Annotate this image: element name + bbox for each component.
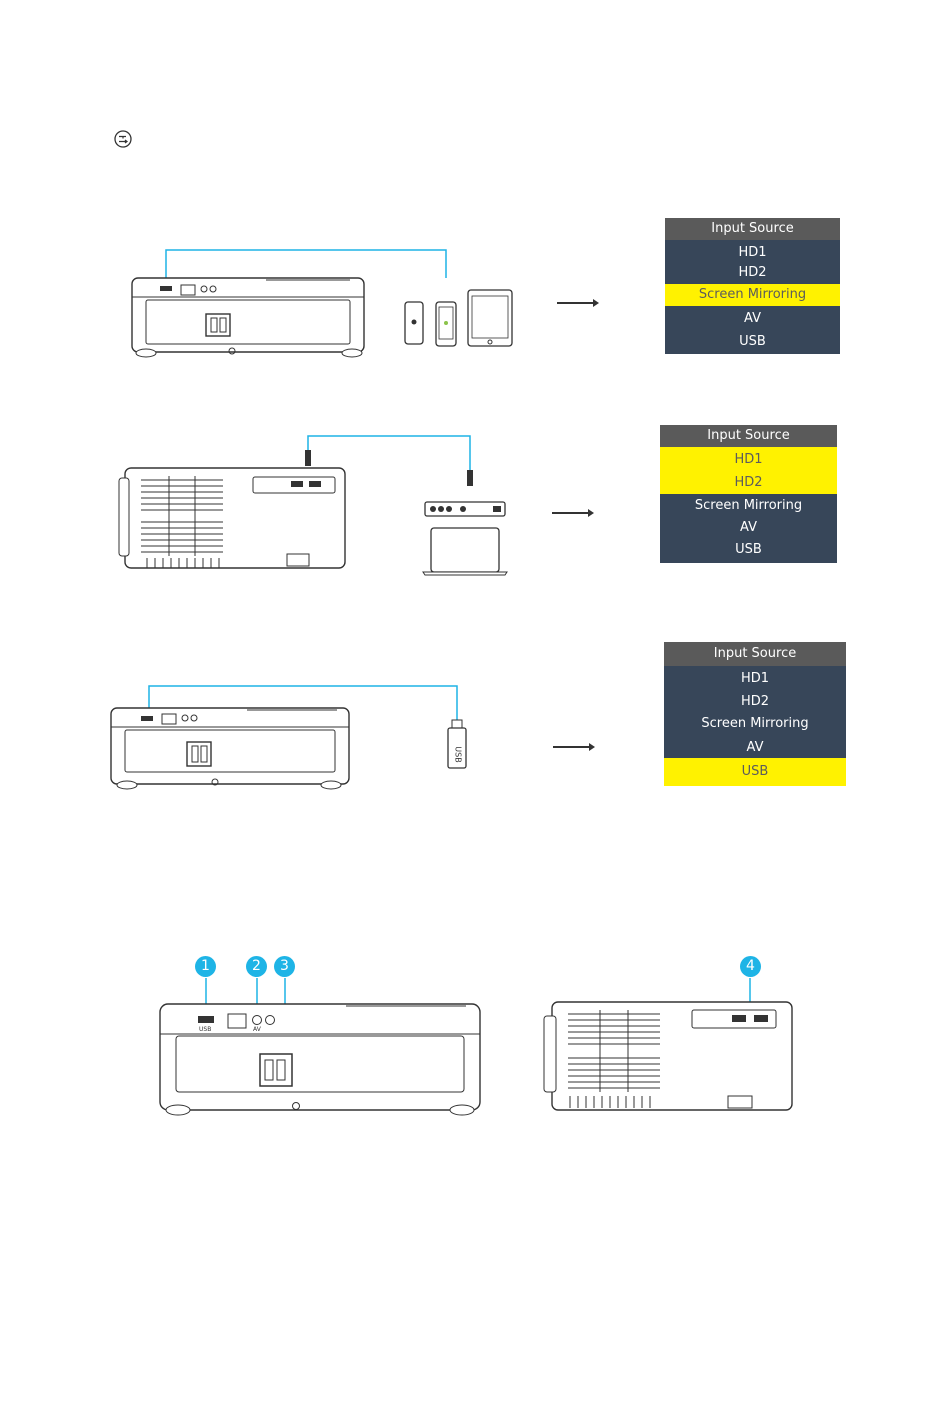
input-source-menu-1: Input Source HD1 HD2 Screen Mirroring AV… bbox=[665, 218, 840, 354]
menu-header: Input Source bbox=[664, 642, 846, 666]
port-label-av: AV bbox=[253, 1026, 261, 1033]
menu-header: Input Source bbox=[665, 218, 840, 240]
menu-item-hd1[interactable]: HD1 bbox=[665, 240, 840, 262]
input-source-icon bbox=[113, 129, 133, 149]
arrow-2 bbox=[552, 512, 592, 514]
projector-side-diagram bbox=[115, 430, 525, 580]
menu-item-hd2[interactable]: HD2 bbox=[664, 690, 846, 713]
usb-stick-label: USB bbox=[454, 746, 463, 764]
menu-item-av[interactable]: AV bbox=[664, 736, 846, 758]
menu-item-av[interactable]: AV bbox=[660, 517, 837, 539]
menu-item-screen-mirroring[interactable]: Screen Mirroring bbox=[664, 713, 846, 736]
menu-item-hd1[interactable]: HD1 bbox=[660, 447, 837, 471]
projector-side-ports-diagram bbox=[540, 950, 810, 1120]
input-source-menu-2: Input Source HD1 HD2 Screen Mirroring AV… bbox=[660, 425, 837, 563]
projector-front-diagram-2 bbox=[105, 680, 485, 800]
input-source-menu-3: Input Source HD1 HD2 Screen Mirroring AV… bbox=[664, 642, 846, 786]
arrow-1 bbox=[557, 302, 597, 304]
menu-item-hd2[interactable]: HD2 bbox=[665, 262, 840, 284]
menu-item-screen-mirroring[interactable]: Screen Mirroring bbox=[665, 284, 840, 306]
callout-1: 1 bbox=[195, 956, 216, 977]
callout-4: 4 bbox=[740, 956, 761, 977]
menu-item-usb[interactable]: USB bbox=[665, 330, 840, 354]
menu-item-av[interactable]: AV bbox=[665, 306, 840, 330]
menu-item-hd1[interactable]: HD1 bbox=[664, 666, 846, 690]
menu-item-screen-mirroring[interactable]: Screen Mirroring bbox=[660, 494, 837, 517]
projector-front-diagram-1 bbox=[120, 240, 530, 370]
port-label-usb: USB bbox=[199, 1026, 211, 1033]
menu-header: Input Source bbox=[660, 425, 837, 447]
callout-3: 3 bbox=[274, 956, 295, 977]
menu-item-usb[interactable]: USB bbox=[660, 539, 837, 563]
menu-item-hd2[interactable]: HD2 bbox=[660, 471, 837, 494]
menu-item-usb[interactable]: USB bbox=[664, 758, 846, 786]
callout-2: 2 bbox=[246, 956, 267, 977]
arrow-3 bbox=[553, 746, 593, 748]
